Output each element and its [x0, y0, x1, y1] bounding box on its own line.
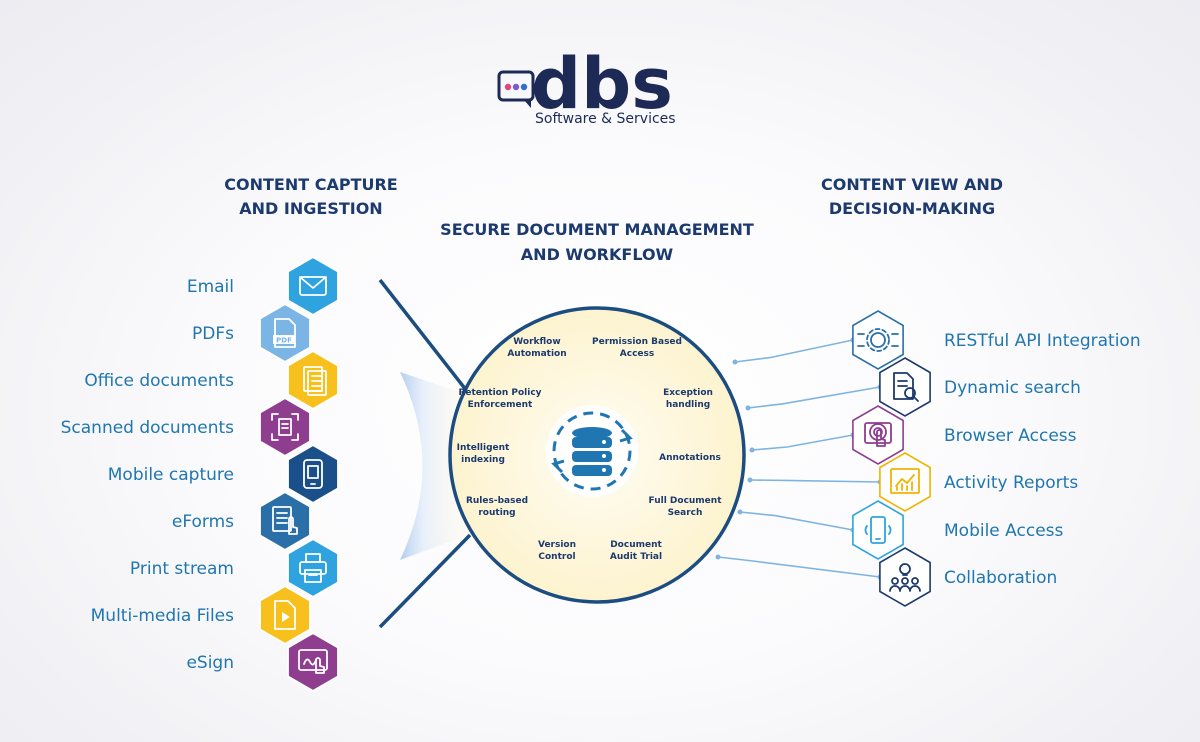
eform-hexagon [258, 490, 312, 552]
hexagon-shape [286, 443, 340, 505]
envelope-hexagon [286, 255, 340, 317]
view-label: Mobile Access [944, 521, 1064, 541]
view-label: RESTful API Integration [944, 331, 1141, 351]
feature-label: Annotations [659, 453, 721, 463]
view-label: Browser Access [944, 426, 1077, 446]
envelope-icon [299, 276, 327, 296]
capture-label: Print stream [130, 559, 234, 579]
connector-line [732, 337, 856, 365]
view-label: Collaboration [944, 568, 1057, 588]
team-idea-icon [889, 563, 921, 592]
printer-hexagon [286, 537, 340, 599]
funnel-lower-line [378, 533, 472, 629]
office-documents-hexagon [286, 349, 340, 411]
pdf-icon: PDF [273, 318, 296, 348]
connector-line [745, 384, 883, 411]
svg-text:PDF: PDF [276, 337, 292, 345]
capture-label: eSign [186, 653, 234, 673]
touch-screen-hexagon [852, 405, 904, 465]
document-search-hexagon [879, 357, 931, 417]
mobile-phone-hexagon [852, 500, 904, 560]
esign-hexagon [286, 631, 340, 693]
management-title-line-1: SECURE DOCUMENT MANAGEMENT [440, 220, 754, 239]
hexagon-shape [879, 357, 931, 417]
hexagon-shape [286, 537, 340, 599]
hexagon-shape [258, 490, 312, 552]
media-file-hexagon [258, 584, 312, 646]
mobile-capture-icon [303, 459, 323, 489]
database-sync-icon [546, 405, 638, 497]
bar-chart-hexagon [879, 452, 931, 512]
hexagon-shape [879, 547, 931, 607]
team-idea-hexagon [879, 547, 931, 607]
capture-title-line-2: AND INGESTION [239, 199, 382, 218]
logo-tagline: Software & Services [535, 111, 676, 127]
capture-hexagons: PDF [258, 255, 340, 693]
capture-title-line-1: CONTENT CAPTURE [224, 175, 397, 194]
hexagon-shape [286, 631, 340, 693]
view-title-line-1: CONTENT VIEW AND [821, 175, 1003, 194]
hexagon-shape [852, 500, 904, 560]
pdf-hexagon: PDF [258, 302, 312, 364]
scan-icon [271, 413, 299, 441]
mobile-capture-hexagon [286, 443, 340, 505]
dbs-logo: dbs Software & Services [497, 43, 676, 127]
document-search-icon [893, 372, 919, 402]
logo-chat-bubble-icon [497, 70, 535, 102]
mobile-phone-icon [864, 516, 892, 544]
capture-label: Multi-media Files [91, 606, 234, 626]
connector-line [715, 554, 883, 580]
capture-label: PDFs [192, 324, 234, 344]
capture-label: Scanned documents [61, 418, 235, 438]
printer-icon [299, 553, 327, 583]
connector-line [747, 477, 883, 485]
connector-line [737, 509, 856, 533]
hexagon-shape [286, 255, 340, 317]
view-label: Activity Reports [944, 473, 1078, 493]
hexagon-shape [852, 405, 904, 465]
view-title-line-2: DECISION-MAKING [829, 199, 995, 218]
api-gear-hexagon [852, 310, 904, 370]
eform-icon [272, 506, 298, 535]
capture-label: Office documents [84, 371, 234, 391]
ingestion-beam [400, 372, 468, 560]
management-title-line-2: AND WORKFLOW [521, 245, 674, 264]
view-hexagons [852, 310, 931, 607]
hexagon-shape [258, 302, 312, 364]
office-documents-icon [303, 366, 327, 396]
touch-screen-icon [864, 422, 892, 447]
bar-chart-icon [890, 468, 920, 494]
connector-line [749, 432, 856, 453]
scan-hexagon [258, 396, 312, 458]
esign-icon [298, 649, 328, 674]
view-label: Dynamic search [944, 378, 1081, 398]
media-file-icon [274, 600, 296, 630]
capture-label: Email [187, 277, 234, 297]
hexagon-shape [852, 310, 904, 370]
api-gear-icon [857, 328, 899, 352]
funnel-upper-line [378, 278, 472, 397]
logo-wordmark: dbs [531, 43, 673, 125]
capture-label: Mobile capture [108, 465, 234, 485]
hexagon-shape [286, 349, 340, 411]
capture-label: eForms [172, 512, 234, 532]
hexagon-shape [258, 396, 312, 458]
